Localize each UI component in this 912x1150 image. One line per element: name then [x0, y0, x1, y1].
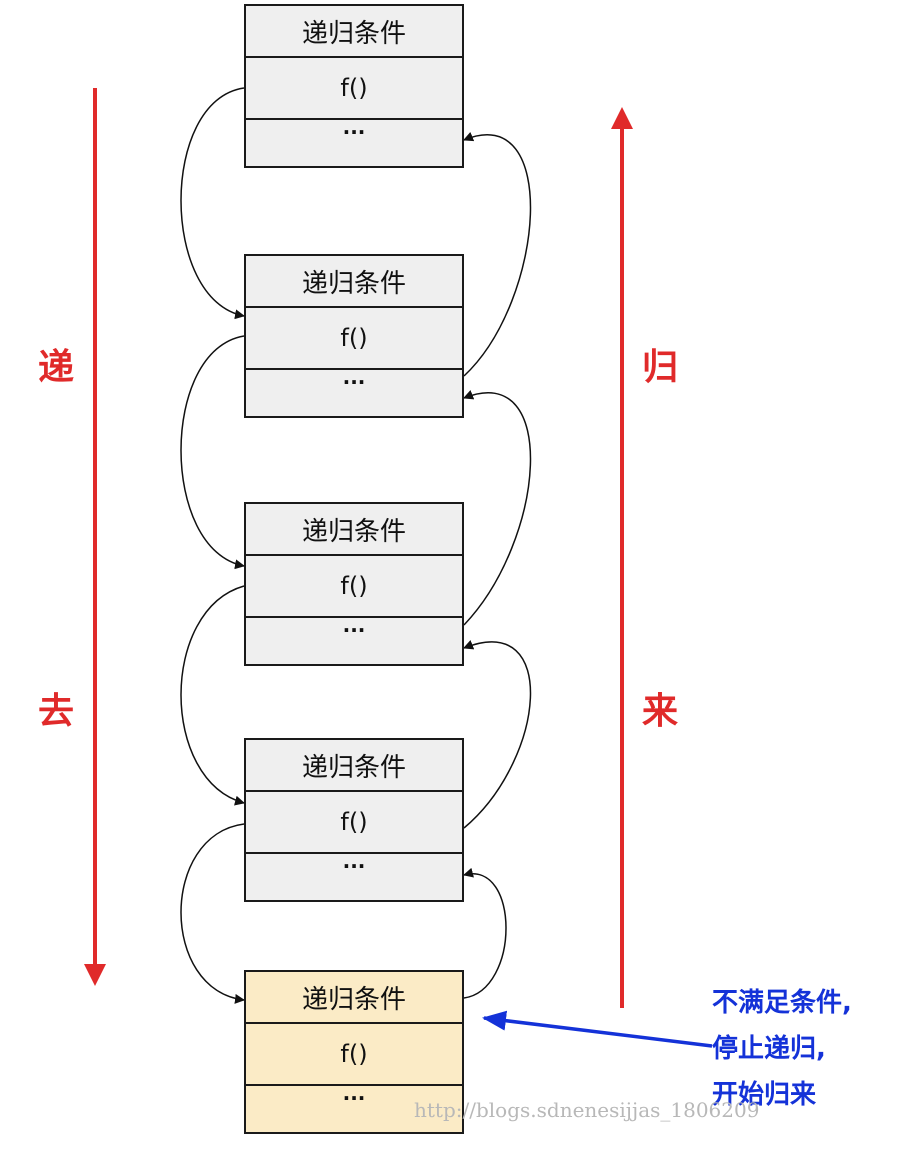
- frame-4: 递归条件 f() ···: [244, 738, 464, 902]
- frame-call: f(): [246, 308, 462, 370]
- watermark: http://blogs.sdnenesijjas_1806209: [414, 1098, 760, 1122]
- note-line-1: 不满足条件,: [712, 988, 852, 1018]
- note-line-2: 停止递归,: [712, 1034, 826, 1064]
- frame-continuation: ···: [342, 854, 366, 878]
- frame-call: f(): [246, 58, 462, 120]
- frame-1: 递归条件 f() ···: [244, 4, 464, 168]
- frame-continuation: ···: [342, 1086, 366, 1110]
- stop-pointer-arrow: [482, 1010, 713, 1048]
- label-gui: 归: [642, 347, 679, 388]
- stop-condition-note: 不满足条件, 停止递归, 开始归来: [712, 980, 912, 1118]
- frame-continuation: ···: [342, 618, 366, 642]
- frame-call: f(): [246, 792, 462, 854]
- frame-condition: 递归条件: [246, 740, 462, 792]
- frame-2: 递归条件 f() ···: [244, 254, 464, 418]
- frame-condition: 递归条件: [246, 6, 462, 58]
- frame-condition: 递归条件: [246, 256, 462, 308]
- call-arrow-4: [180, 823, 245, 1004]
- call-arrow-3: [180, 585, 245, 806]
- return-arrow-1: [463, 131, 532, 377]
- frame-continuation: ···: [342, 120, 366, 144]
- note-line-3: 开始归来: [712, 1080, 817, 1110]
- frame-5-base-case: 递归条件 f() ···: [244, 970, 464, 1134]
- frame-call: f(): [246, 556, 462, 618]
- frame-condition: 递归条件: [246, 504, 462, 556]
- label-lai: 来: [642, 691, 679, 732]
- frame-call: f(): [246, 1024, 462, 1086]
- frame-3: 递归条件 f() ···: [244, 502, 464, 666]
- label-qu: 去: [38, 691, 75, 732]
- frame-condition: 递归条件: [246, 972, 462, 1024]
- label-di: 递: [38, 347, 75, 388]
- call-arrow-1: [180, 87, 245, 320]
- return-arrow-4: [463, 867, 507, 999]
- return-arrow-2: [463, 390, 532, 626]
- call-arrow-2: [180, 335, 245, 570]
- frame-continuation: ···: [342, 370, 366, 394]
- return-arrow-3: [463, 640, 532, 829]
